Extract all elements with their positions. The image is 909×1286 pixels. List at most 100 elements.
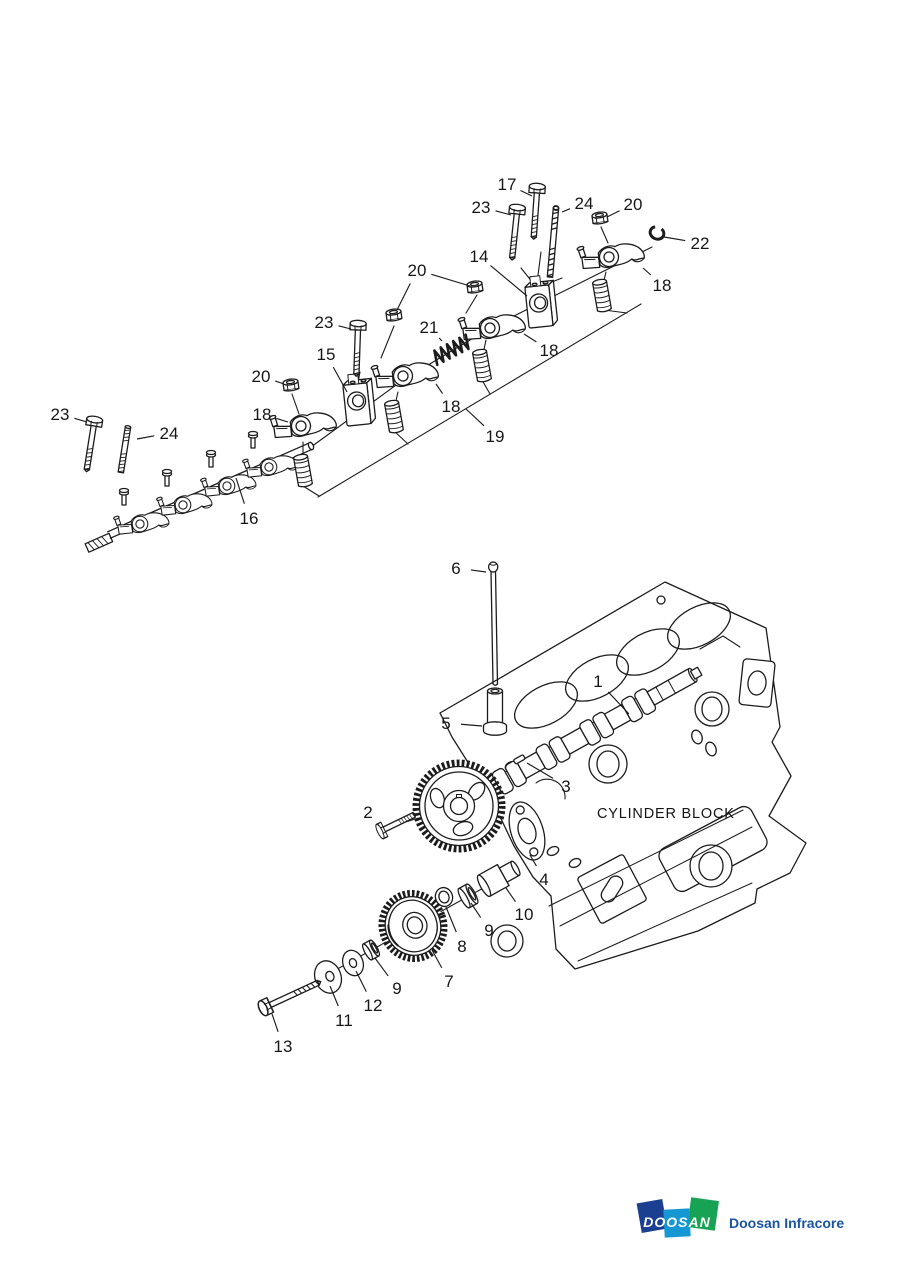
washer-11 bbox=[313, 960, 343, 994]
callout-leader-5 bbox=[460, 723, 483, 727]
logo-square-green bbox=[687, 1197, 719, 1231]
callout-6: 6 bbox=[451, 559, 460, 578]
callout-18: 18 bbox=[253, 405, 272, 424]
bushing-9-front bbox=[361, 939, 381, 961]
callout-13: 13 bbox=[274, 1037, 293, 1056]
callout-2: 2 bbox=[363, 803, 372, 822]
callout-leader-14 bbox=[490, 265, 528, 297]
stud-24-a bbox=[546, 204, 560, 278]
callout-leader-21 bbox=[438, 337, 443, 342]
callout-leader-9 bbox=[470, 902, 482, 918]
callout-leader-2 bbox=[376, 823, 380, 827]
callout-leader-9 bbox=[374, 957, 389, 977]
callout-leader-19 bbox=[465, 408, 485, 427]
callout-20: 20 bbox=[624, 195, 643, 214]
callout-15: 15 bbox=[317, 345, 336, 364]
bolt-23-a bbox=[503, 202, 527, 262]
callout-21: 21 bbox=[420, 318, 439, 337]
cylinder-block bbox=[439, 581, 807, 970]
tappet-5 bbox=[482, 687, 508, 736]
callout-8: 8 bbox=[457, 937, 466, 956]
snap-ring-22 bbox=[648, 225, 666, 241]
pushrod-6 bbox=[487, 561, 499, 686]
callout-leader-11 bbox=[329, 985, 339, 1007]
callout-leader-23 bbox=[338, 325, 352, 330]
callout-3: 3 bbox=[561, 777, 570, 796]
valve-caps-19 bbox=[292, 277, 613, 489]
callout-leader-20 bbox=[274, 380, 285, 385]
callout-20: 20 bbox=[408, 261, 427, 280]
callout-leader-17 bbox=[520, 189, 533, 197]
callout-leader-22 bbox=[663, 236, 686, 242]
callout-leader-24 bbox=[136, 435, 155, 440]
bolt-13 bbox=[255, 973, 325, 1018]
rocker-adjust-studs bbox=[118, 430, 259, 506]
callout-leader-18 bbox=[435, 383, 444, 394]
callout-24: 24 bbox=[575, 194, 594, 213]
callout-4: 4 bbox=[539, 870, 548, 889]
callout-19: 19 bbox=[486, 427, 505, 446]
callout-9: 9 bbox=[392, 979, 401, 998]
doosan-logo-word: DOOSAN bbox=[643, 1214, 710, 1230]
rocker-shaft-assembly-16 bbox=[84, 430, 315, 553]
camshaft-key-3 bbox=[513, 754, 526, 765]
bracket-14 bbox=[523, 273, 559, 329]
callout-18: 18 bbox=[653, 276, 672, 295]
idler-gear-7 bbox=[378, 889, 448, 963]
callout-leader-6 bbox=[470, 569, 487, 573]
callout-16: 16 bbox=[240, 509, 259, 528]
callout-leader-12 bbox=[355, 970, 367, 992]
camshaft-gear bbox=[412, 759, 506, 853]
bolt-23-c bbox=[77, 414, 104, 474]
callout-leader-16 bbox=[235, 477, 245, 504]
callout-leader-13 bbox=[271, 1013, 279, 1033]
callout-10: 10 bbox=[515, 905, 534, 924]
callout-leader-23 bbox=[74, 417, 88, 423]
idler-shaft-10 bbox=[476, 860, 521, 898]
logo-square-cyan bbox=[663, 1208, 691, 1238]
callout-1: 1 bbox=[593, 672, 602, 691]
callout-18: 18 bbox=[540, 341, 559, 360]
callout-20: 20 bbox=[252, 367, 271, 386]
callout-11: 11 bbox=[335, 1011, 353, 1030]
callout-leader-15 bbox=[332, 366, 348, 393]
nut-20-c bbox=[384, 307, 403, 323]
callout-23: 23 bbox=[472, 198, 491, 217]
callout-leader-23 bbox=[495, 210, 512, 216]
callout-leader-20 bbox=[396, 283, 411, 311]
diagram-line-art bbox=[77, 182, 807, 1018]
callout-leader-20 bbox=[606, 210, 620, 218]
callout-22: 22 bbox=[691, 234, 710, 253]
callout-leader-18 bbox=[642, 267, 652, 276]
callout-leader-7 bbox=[431, 949, 443, 969]
callout-leader-3 bbox=[526, 762, 554, 779]
callout-leader-18 bbox=[276, 417, 289, 423]
callout-23: 23 bbox=[315, 313, 334, 332]
nut-20-d bbox=[281, 377, 300, 393]
bolt-17 bbox=[525, 182, 547, 241]
doosan-brand-text: Doosan Infracore bbox=[729, 1215, 844, 1231]
callout-leader-10 bbox=[505, 887, 516, 902]
callout-23: 23 bbox=[51, 405, 70, 424]
callout-leader-24 bbox=[561, 208, 571, 213]
callout-leader-18 bbox=[523, 333, 537, 343]
callout-5: 5 bbox=[441, 714, 450, 733]
logo-square-navy bbox=[636, 1198, 668, 1234]
bushing-9-rear bbox=[457, 883, 479, 909]
cylinder-block-label: CYLINDER BLOCK bbox=[597, 806, 735, 822]
nut-20-b bbox=[465, 279, 484, 295]
nut-20-a bbox=[590, 210, 609, 226]
callout-7: 7 bbox=[444, 972, 453, 991]
callout-24: 24 bbox=[160, 424, 179, 443]
fasteners-top bbox=[77, 182, 666, 474]
callout-14: 14 bbox=[470, 247, 489, 266]
callout-9: 9 bbox=[484, 921, 493, 940]
callout-leader-4 bbox=[529, 854, 537, 867]
callout-leader-8 bbox=[445, 906, 457, 933]
doosan-logo-squares bbox=[636, 1197, 719, 1238]
spring-21 bbox=[433, 333, 470, 367]
callout-12: 12 bbox=[364, 996, 383, 1015]
